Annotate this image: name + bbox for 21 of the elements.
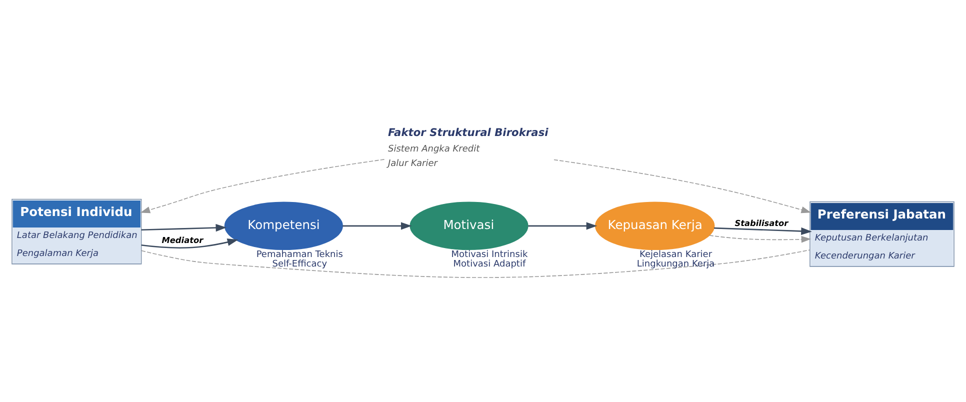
node-label: Kejelasan Karier (640, 249, 712, 260)
node-label: Self-Efficacy (272, 259, 328, 270)
arrow (141, 238, 238, 248)
node-text: Faktor Struktural Birokrasi Sistem Angka Kredit Jalur Karier (388, 126, 548, 169)
node-label: Motivasi Adaptif (453, 259, 526, 270)
node-ellipse: Motivasi (410, 201, 528, 250)
connector (141, 249, 810, 278)
arrow (528, 222, 598, 230)
arrow (554, 158, 812, 213)
arrow (140, 158, 385, 213)
arrow (342, 222, 412, 230)
node-label: Lingkungan Kerja (636, 259, 715, 270)
edge-label: Mediator (162, 234, 204, 245)
node-ellipse: Kepuasan Kerja (594, 201, 715, 250)
arrow (141, 224, 227, 232)
edge-label: Stabilisator (734, 217, 788, 228)
arrow (714, 226, 812, 234)
arrow (708, 234, 812, 242)
node-ellipse: Kompetensi (224, 201, 343, 250)
node-label: Motivasi Intrinsik (451, 249, 528, 260)
node-label: Pemahaman Teknis (256, 249, 343, 260)
